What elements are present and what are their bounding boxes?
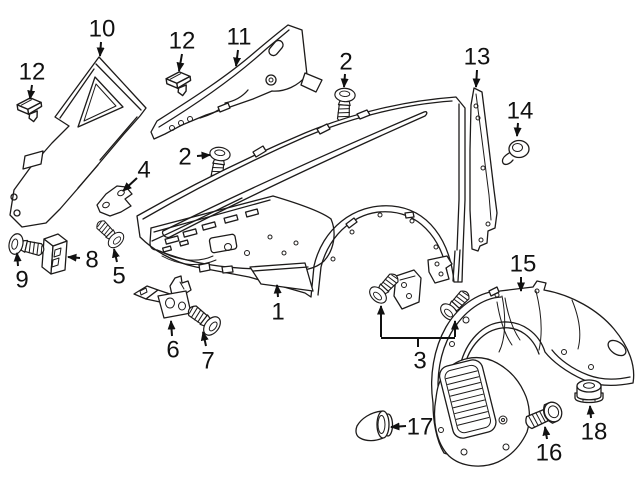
part-number-label[interactable]: 14 bbox=[507, 98, 534, 125]
part-9-screw bbox=[6, 231, 47, 262]
callout-arrow bbox=[390, 422, 407, 431]
callout-part-5[interactable]: 5 bbox=[112, 248, 126, 290]
callout-arrow bbox=[112, 248, 120, 263]
callout-arrow bbox=[273, 284, 282, 298]
part-number-label[interactable]: 2 bbox=[178, 144, 191, 171]
part-1-fender bbox=[136, 96, 466, 310]
callout-part-15[interactable]: 15 bbox=[510, 251, 537, 292]
callout-arrow bbox=[472, 69, 481, 88]
part-11-cowl-side-panel bbox=[150, 24, 323, 140]
callout-part-16[interactable]: 16 bbox=[536, 426, 563, 467]
part-16-flange-bolt bbox=[525, 401, 563, 430]
callout-part-1[interactable]: 1 bbox=[271, 284, 285, 326]
callout-arrow bbox=[96, 41, 105, 57]
part-13-fender-rear-strip bbox=[469, 87, 498, 252]
part-15-wheelhouse-liner bbox=[430, 280, 635, 467]
liner-vent-grille bbox=[438, 359, 497, 439]
part-18-cap-nut bbox=[574, 379, 604, 404]
part-number-label[interactable]: 1 bbox=[271, 299, 284, 326]
callout-arrow bbox=[167, 320, 176, 337]
part-14-grommet-clip bbox=[501, 139, 530, 166]
callout-arrow bbox=[233, 49, 242, 67]
callout-arrow bbox=[340, 73, 349, 88]
callout-part-2[interactable]: 2 bbox=[339, 49, 353, 88]
part-6-bracket bbox=[133, 275, 192, 319]
callout-arrow bbox=[67, 253, 81, 262]
callout-arrow bbox=[513, 122, 522, 137]
part-number-label[interactable]: 6 bbox=[166, 337, 179, 364]
callout-part-11[interactable]: 11 bbox=[227, 24, 252, 67]
part-10-cowl-top-panel bbox=[9, 56, 147, 228]
part-number-label[interactable]: 3 bbox=[413, 348, 426, 375]
callout-arrow bbox=[586, 405, 595, 419]
part-17-cone-clip bbox=[355, 410, 394, 442]
part-4-bracket bbox=[96, 185, 133, 217]
callout-part-12[interactable]: 12 bbox=[169, 28, 196, 72]
part-number-label[interactable]: 8 bbox=[85, 247, 98, 274]
callout-arrow bbox=[542, 426, 551, 440]
part-number-label[interactable]: 18 bbox=[581, 419, 608, 446]
callout-part-9[interactable]: 9 bbox=[13, 252, 29, 294]
callout-arrow bbox=[122, 177, 138, 192]
part-12-trim-clip-left bbox=[15, 95, 45, 125]
part-number-label[interactable]: 15 bbox=[510, 251, 537, 278]
callout-part-8[interactable]: 8 bbox=[67, 247, 99, 274]
part-number-label[interactable]: 16 bbox=[536, 440, 563, 467]
callout-arrow bbox=[27, 84, 36, 100]
callout-arrow bbox=[196, 151, 211, 160]
part-number-label[interactable]: 9 bbox=[15, 267, 28, 294]
part-5-screw bbox=[91, 215, 128, 252]
callout-part-12[interactable]: 12 bbox=[19, 59, 46, 100]
callout-part-14[interactable]: 14 bbox=[507, 98, 534, 137]
callout-part-10[interactable]: 10 bbox=[89, 16, 116, 57]
part-12-trim-clip-center bbox=[164, 69, 194, 99]
callout-part-18[interactable]: 18 bbox=[581, 405, 608, 446]
callout-part-2[interactable]: 2 bbox=[178, 144, 211, 171]
callout-part-4[interactable]: 4 bbox=[122, 157, 151, 192]
callout-part-7[interactable]: 7 bbox=[200, 331, 215, 375]
callout-arrow bbox=[13, 252, 22, 267]
part-number-label[interactable]: 17 bbox=[407, 414, 434, 441]
part-number-label[interactable]: 7 bbox=[201, 348, 214, 375]
callout-part-17[interactable]: 17 bbox=[390, 414, 434, 441]
part-8-bracket bbox=[41, 233, 68, 275]
part-number-label[interactable]: 10 bbox=[89, 16, 116, 43]
part-number-label[interactable]: 12 bbox=[169, 28, 196, 55]
part-number-label[interactable]: 5 bbox=[112, 263, 125, 290]
part-number-label[interactable]: 2 bbox=[339, 49, 352, 76]
callout-part-6[interactable]: 6 bbox=[166, 320, 180, 364]
part-number-label[interactable]: 4 bbox=[137, 157, 150, 184]
callout-part-3[interactable]: 3 bbox=[377, 305, 459, 375]
part-number-label[interactable]: 11 bbox=[227, 24, 252, 51]
part-number-label[interactable]: 13 bbox=[464, 44, 491, 71]
callout-part-13[interactable]: 13 bbox=[464, 44, 491, 88]
part-number-label[interactable]: 12 bbox=[19, 59, 46, 86]
callout-arrow bbox=[176, 53, 185, 72]
callout-arrow bbox=[200, 331, 209, 347]
